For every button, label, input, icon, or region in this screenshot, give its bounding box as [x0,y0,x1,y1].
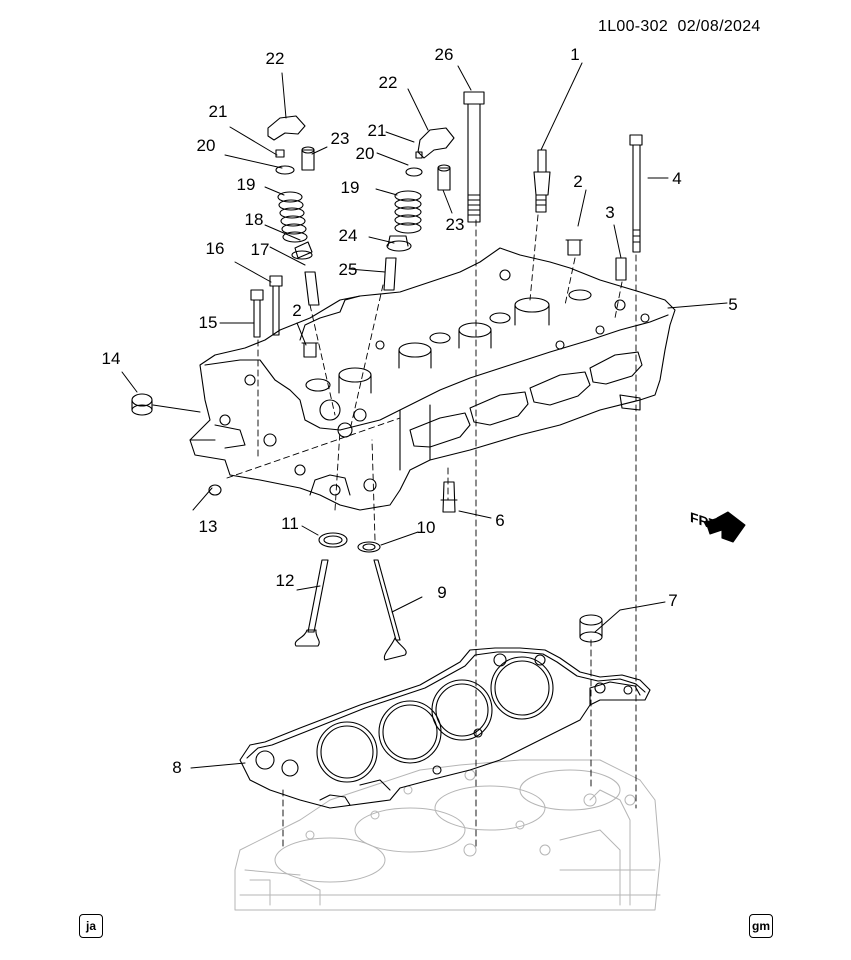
sleeve-6 [440,481,458,513]
callout-21: 21 [208,102,228,121]
callout-22: 22 [265,49,285,68]
retainer-20-left [275,165,295,175]
bushing-7 [579,614,603,643]
bolt-16 [269,275,283,336]
callout-19: 19 [236,175,256,194]
retainer-20-right [405,167,423,177]
callout-23: 23 [445,215,465,234]
callout-18: 18 [244,210,264,229]
callout-11: 11 [281,514,299,533]
callout-13: 13 [198,517,218,536]
callout-14: 14 [101,349,121,368]
callout-3: 3 [605,203,615,222]
guide-25 [383,257,397,291]
plug-2-right [565,239,583,256]
seal-10 [357,541,381,553]
callout-6: 6 [495,511,505,530]
leader-lines [121,62,728,769]
rocker-arm-22-left [267,115,306,141]
callout-25: 25 [338,260,358,279]
spring-seat-18 [291,241,313,260]
spring-seat-24 [386,235,412,252]
callout-19: 19 [340,178,360,197]
callout-20: 20 [355,144,375,163]
callout-26: 26 [434,45,454,64]
callout-23: 23 [330,129,350,148]
lash-adjuster-23-right [437,164,451,191]
head-bolt-4 [629,134,643,253]
callout-16: 16 [205,239,225,258]
front-arrow-icon [705,511,746,543]
callout-22: 22 [378,73,398,92]
guide-17 [304,271,320,306]
alignment-lines [226,214,637,851]
keeper-21-right [415,151,423,159]
callout-2: 2 [573,172,583,191]
callout-4: 4 [672,169,682,188]
head-gasket [239,647,651,809]
gm-logo-icon: gm [749,914,773,938]
spark-plug [533,149,551,213]
bolt-15 [250,289,264,338]
lash-adjuster-23-left [301,146,315,171]
badge-left: ja [79,914,103,938]
callout-12: 12 [275,571,295,590]
callout-17: 17 [250,240,270,259]
valve-9 [373,559,407,661]
callout-9: 9 [437,583,447,602]
plug-13 [208,484,222,496]
callout-8: 8 [172,758,182,777]
illustration-date: 02/08/2024 [677,18,761,35]
callout-10: 10 [416,518,436,537]
keeper-21-left [275,149,285,158]
spring-19-left [277,191,308,243]
callout-5: 5 [728,295,738,314]
spring-19-right [394,190,422,234]
callout-2: 2 [292,301,302,320]
dowel-3 [615,257,627,281]
callout-7: 7 [668,591,678,610]
illustration-id: 1L00-302 [598,18,669,35]
seal-11 [318,532,348,548]
head-bolt-26 [463,91,485,223]
illustration-header: 1L00-302 02/08/2024 [598,18,761,36]
plug-2-left [301,342,319,358]
callout-21: 21 [367,121,387,140]
engine-block [234,759,661,911]
callout-20: 20 [196,136,216,155]
cap-14 [131,393,153,416]
cylinder-head [189,247,676,511]
rocker-arm-22-right [417,127,455,159]
valve-12 [294,559,329,647]
callout-15: 15 [198,313,218,332]
callout-24: 24 [338,226,358,245]
callout-1: 1 [570,45,580,64]
